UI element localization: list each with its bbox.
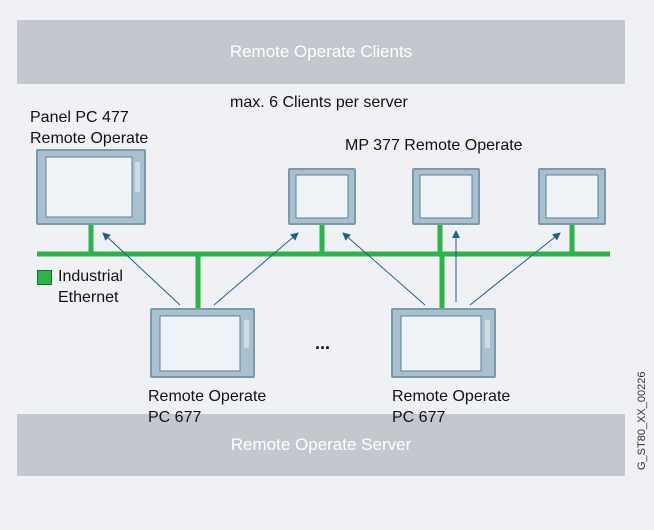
server2-label-line2: PC 677 [392,409,446,426]
connection-arrow [102,232,181,306]
figure-code: G_ST80_XX_00226 [636,371,648,470]
max-clients-label: max. 6 Clients per server [230,94,408,111]
server-pc-677-device [391,308,496,378]
server1-label-line2: PC 677 [148,409,202,426]
legend-label-line2: Ethernet [58,289,119,306]
server-band: Remote Operate Server [17,414,625,476]
legend-label-line1: Industrial [58,268,123,285]
server1-label-line1: Remote Operate [148,388,267,405]
panel-pc-label-line1: Panel PC 477 [30,109,129,126]
mp377-label: MP 377 Remote Operate [345,137,523,154]
connection-arrow [342,232,426,306]
mp377-device [538,168,606,225]
connection-arrow [213,232,299,306]
ethernet-legend-swatch [37,270,52,285]
connection-arrow [469,232,561,306]
server2-label-line1: Remote Operate [392,388,511,405]
panel-pc-477-device [36,149,146,225]
panel-pc-label-line2: Remote Operate [30,130,149,147]
ellipsis-label: ... [315,333,331,353]
clients-band: Remote Operate Clients [17,20,625,84]
mp377-device [412,168,480,225]
server-pc-677-device [150,308,255,378]
mp377-device [288,168,356,225]
